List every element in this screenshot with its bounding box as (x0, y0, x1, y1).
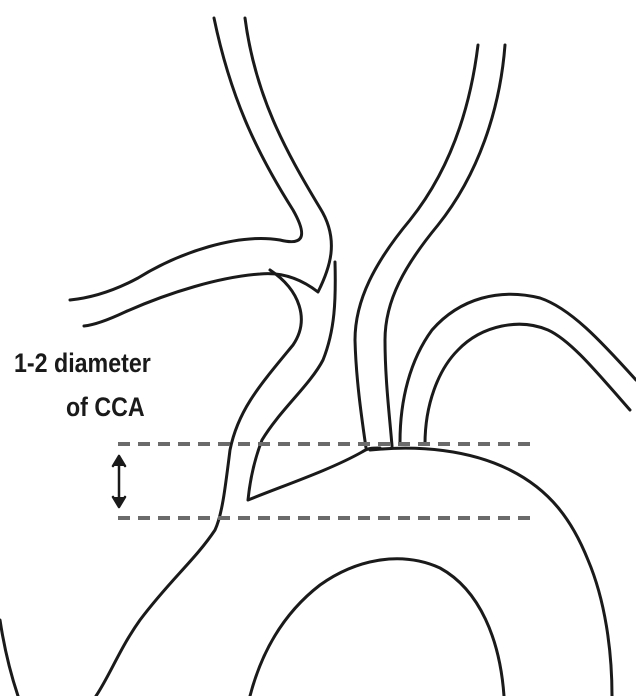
right-vessel-outer-wall (400, 294, 636, 442)
middle-vessel-left-wall (355, 45, 478, 448)
left-trunk-right-wall (248, 262, 380, 500)
left-trunk-left-wall (96, 270, 301, 696)
right-vessel (400, 294, 636, 444)
middle-vessel (355, 45, 505, 448)
left-edge-arc (0, 620, 18, 696)
annotation-line-2: of CCA (66, 394, 145, 421)
middle-vessel-right-wall (385, 45, 505, 446)
double-arrow-icon (113, 456, 125, 507)
left-vessel-outer-wall (70, 18, 302, 300)
aortic-arch-outer (370, 448, 612, 696)
left-vessel-inner-wall (84, 18, 331, 326)
annotation-line-1: 1-2 diameter (14, 350, 151, 377)
aortic-arch-inner (250, 559, 504, 696)
